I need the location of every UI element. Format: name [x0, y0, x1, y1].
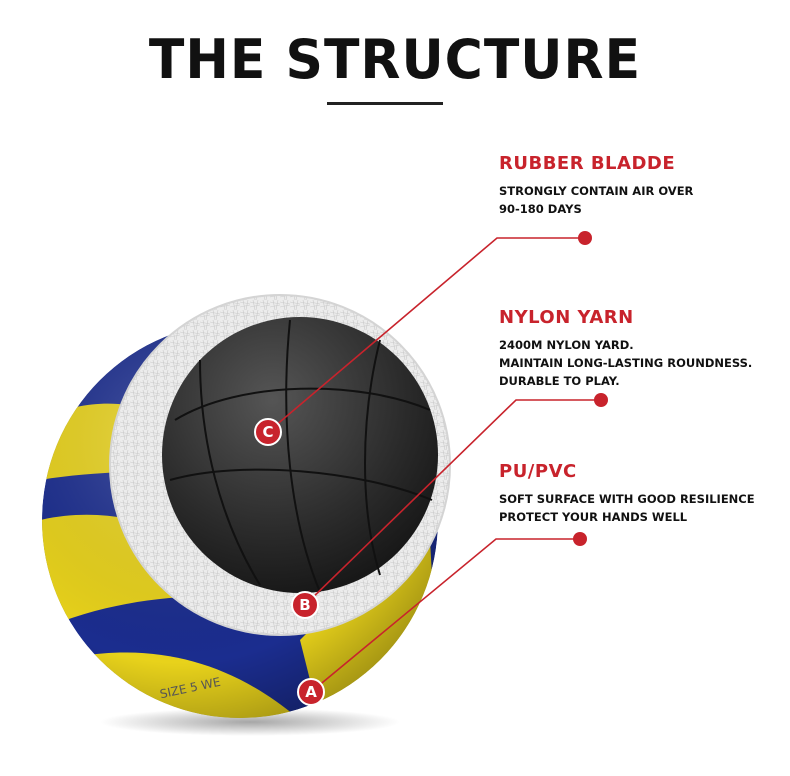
marker-a-label: A	[305, 683, 317, 701]
feature-heading: NYLON YARN	[499, 307, 634, 328]
ball-shadow	[100, 708, 400, 736]
feature-heading: RUBBER BLADDE	[499, 153, 676, 174]
rubber-bladder	[162, 317, 438, 593]
marker-c-label: C	[262, 423, 273, 441]
feature-description: SOFT SURFACE WITH GOOD RESILIENCE PROTEC…	[499, 492, 755, 524]
leader-dots	[573, 231, 608, 546]
page-title: THE STRUCTURE	[148, 28, 642, 92]
marker-b-label: B	[299, 596, 310, 614]
leader-line-b	[304, 399, 601, 606]
leader-dot-c	[578, 231, 592, 245]
feature-rubber-bladder: RUBBER BLADDE STRONGLY CONTAIN AIR OVER …	[499, 153, 789, 218]
marker-a: A	[297, 678, 325, 706]
feature-description: 2400M NYLON YARD. MAINTAIN LONG-LASTING …	[499, 338, 753, 388]
feature-nylon-yarn: NYLON YARN 2400M NYLON YARD. MAINTAIN LO…	[499, 307, 789, 390]
title-underline	[327, 102, 443, 105]
leader-dot-b	[594, 393, 608, 407]
leader-dot-a	[573, 532, 587, 546]
leader-lines	[267, 237, 601, 693]
marker-c: C	[254, 418, 282, 446]
feature-pu-pvc: PU/PVC SOFT SURFACE WITH GOOD RESILIENCE…	[499, 461, 789, 526]
marker-b: B	[291, 591, 319, 619]
leader-line-a	[310, 538, 580, 693]
feature-heading: PU/PVC	[499, 461, 577, 482]
leader-line-c	[267, 237, 585, 433]
feature-description: STRONGLY CONTAIN AIR OVER 90-180 DAYS	[499, 184, 694, 216]
